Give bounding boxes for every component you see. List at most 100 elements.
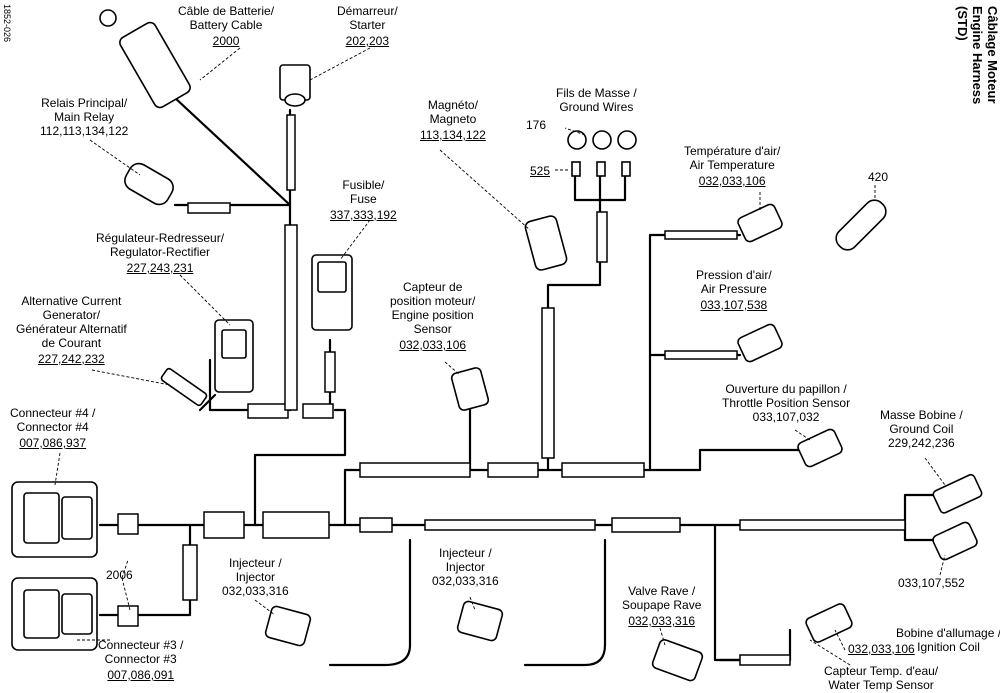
part-numbers: 227,243,231 bbox=[126, 261, 194, 275]
connector3-label: Connecteur #3 / Connector #3 007,086,091 bbox=[98, 638, 183, 682]
part-numbers: 033,107,538 bbox=[700, 298, 768, 312]
part-525: 525 bbox=[530, 164, 551, 178]
part-numbers: 227,242,232 bbox=[38, 352, 105, 366]
connector-4 bbox=[11, 481, 98, 558]
main-relay bbox=[124, 162, 174, 206]
part-numbers: 032,033,106 bbox=[399, 338, 467, 352]
label-line: Démarreur/ bbox=[337, 4, 398, 18]
label-line: Ouverture du papillon / bbox=[725, 382, 847, 396]
label-line: Connecteur #4 / bbox=[10, 406, 96, 420]
part-2006: 2006 bbox=[106, 568, 133, 582]
throttle-position-sensor bbox=[797, 428, 843, 468]
figure-id: 1852-026 bbox=[2, 4, 12, 43]
label-line: Connector #4 bbox=[16, 420, 89, 434]
sleeve bbox=[664, 230, 738, 240]
label-line: de Courant bbox=[41, 336, 102, 350]
part-numbers: 032,033,106 bbox=[698, 174, 766, 188]
label-line: Magnéto/ bbox=[427, 98, 478, 112]
regulator-rectifier bbox=[214, 319, 254, 393]
ground-wires-label: Fils de Masse / Ground Wires bbox=[556, 86, 637, 114]
injector-2-connector bbox=[456, 600, 504, 642]
part-numbers: 033,107,032 bbox=[752, 410, 820, 424]
sleeve-420 bbox=[835, 199, 887, 251]
fuse-holder bbox=[311, 254, 353, 331]
injector2-wire bbox=[523, 538, 607, 667]
sleeve bbox=[117, 605, 139, 627]
part-numbers: 032,033,316 bbox=[222, 584, 289, 598]
sleeve bbox=[324, 351, 336, 393]
part-numbers: 113,134,122 bbox=[420, 128, 486, 142]
part-numbers: 229,242,236 bbox=[887, 436, 955, 450]
sleeve bbox=[286, 114, 296, 191]
throttle-label: Ouverture du papillon / Throttle Positio… bbox=[722, 382, 850, 424]
sleeve bbox=[739, 519, 906, 531]
battery-cable-terminal bbox=[99, 9, 191, 109]
label-line: Connecteur #3 / bbox=[98, 638, 184, 652]
starter-connector bbox=[279, 64, 311, 107]
part-numbers: 337,333,192 bbox=[330, 208, 397, 222]
sleeve bbox=[302, 403, 334, 419]
coil-branch bbox=[903, 493, 937, 527]
title-fr: Câblage Moteur bbox=[985, 6, 1000, 104]
upper-branch bbox=[253, 408, 347, 527]
water-temp-sensor bbox=[805, 603, 853, 643]
engine-position-label: Capteur de position moteur/ Engine posit… bbox=[390, 280, 475, 352]
ignition-coil-label: Bobine d'allumage / Ignition Coil bbox=[896, 626, 1000, 654]
label-line: Masse Bobine / bbox=[880, 408, 963, 422]
injector2-label: Injecteur / Injector 032,033,316 bbox=[432, 546, 499, 588]
ground-coil-label: Masse Bobine / Ground Coil 229,242,236 bbox=[880, 408, 963, 450]
sleeve bbox=[664, 350, 738, 360]
sleeve bbox=[182, 544, 198, 601]
magneto-label: Magnéto/ Magneto 113,134,122 bbox=[420, 98, 486, 142]
label-line: Water Temp Sensor bbox=[828, 678, 934, 692]
connector-3 bbox=[11, 577, 98, 651]
air-temp-sensor bbox=[737, 203, 783, 243]
sleeve bbox=[541, 307, 555, 459]
magneto-connector bbox=[524, 215, 568, 271]
sleeve bbox=[359, 517, 393, 533]
mid-branch bbox=[343, 468, 652, 527]
sleeve bbox=[187, 202, 231, 214]
ground-ring-terminals bbox=[567, 130, 637, 177]
rave-valve-label: Valve Rave / Soupape Rave 032,033,316 bbox=[622, 584, 701, 628]
label-line: Pression d'air/ bbox=[696, 268, 772, 282]
title-variant: (STD) bbox=[955, 6, 970, 41]
rave-branch bbox=[713, 523, 792, 662]
air-pressure-label: Pression d'air/ Air Pressure 033,107,538 bbox=[696, 268, 772, 312]
sleeve bbox=[284, 224, 298, 411]
engine-position-sensor bbox=[450, 367, 490, 411]
label-line: Air Pressure bbox=[700, 282, 767, 296]
label-line: Injecteur / bbox=[229, 556, 282, 570]
label-line: Ground Wires bbox=[559, 100, 634, 114]
starter-label: Démarreur/ Starter 202,203 bbox=[337, 4, 398, 48]
label-line: Injecteur / bbox=[439, 546, 492, 560]
connector4-label: Connecteur #4 / Connector #4 007,086,937 bbox=[10, 406, 95, 450]
ac-generator-connector bbox=[160, 367, 208, 407]
air-pressure-sensor bbox=[737, 323, 783, 363]
label-line: Capteur Temp. d'eau/ bbox=[824, 664, 939, 678]
label-line: Regulator-Rectifier bbox=[110, 245, 211, 259]
part-numbers: 007,086,091 bbox=[107, 668, 175, 682]
part-176: 176 bbox=[526, 118, 547, 132]
label-line: Alternative Current bbox=[21, 294, 122, 308]
fuse-label: Fusible/ Fuse 337,333,192 bbox=[330, 178, 397, 222]
part-420: 420 bbox=[868, 170, 889, 184]
label-line: position moteur/ bbox=[390, 294, 476, 308]
label-line: Température d'air/ bbox=[684, 144, 781, 158]
main-relay-label: Relais Principal/ Main Relay 112,113,134… bbox=[40, 96, 128, 138]
label-line: Magneto bbox=[429, 112, 477, 126]
regulator-label: Régulateur-Redresseur/ Regulator-Rectifi… bbox=[96, 231, 224, 275]
label-line: Battery Cable bbox=[189, 18, 263, 32]
rave-valve-connector bbox=[651, 638, 704, 682]
label-line: Main Relay bbox=[54, 110, 115, 124]
title-en: Engine Harness bbox=[970, 6, 985, 105]
label-line: Bobine d'allumage / bbox=[896, 626, 1000, 640]
label-line: Valve Rave / bbox=[628, 584, 696, 598]
sleeve bbox=[611, 517, 681, 533]
ignition-coil-connector bbox=[932, 521, 978, 561]
ac-generator-label: Alternative Current Generator/ Générateu… bbox=[16, 294, 127, 366]
part-numbers: 202,203 bbox=[345, 34, 390, 48]
battery-cable-label: Câble de Batterie/ Battery Cable 2000 bbox=[178, 4, 274, 48]
part-numbers: 032,033,316 bbox=[432, 574, 499, 588]
